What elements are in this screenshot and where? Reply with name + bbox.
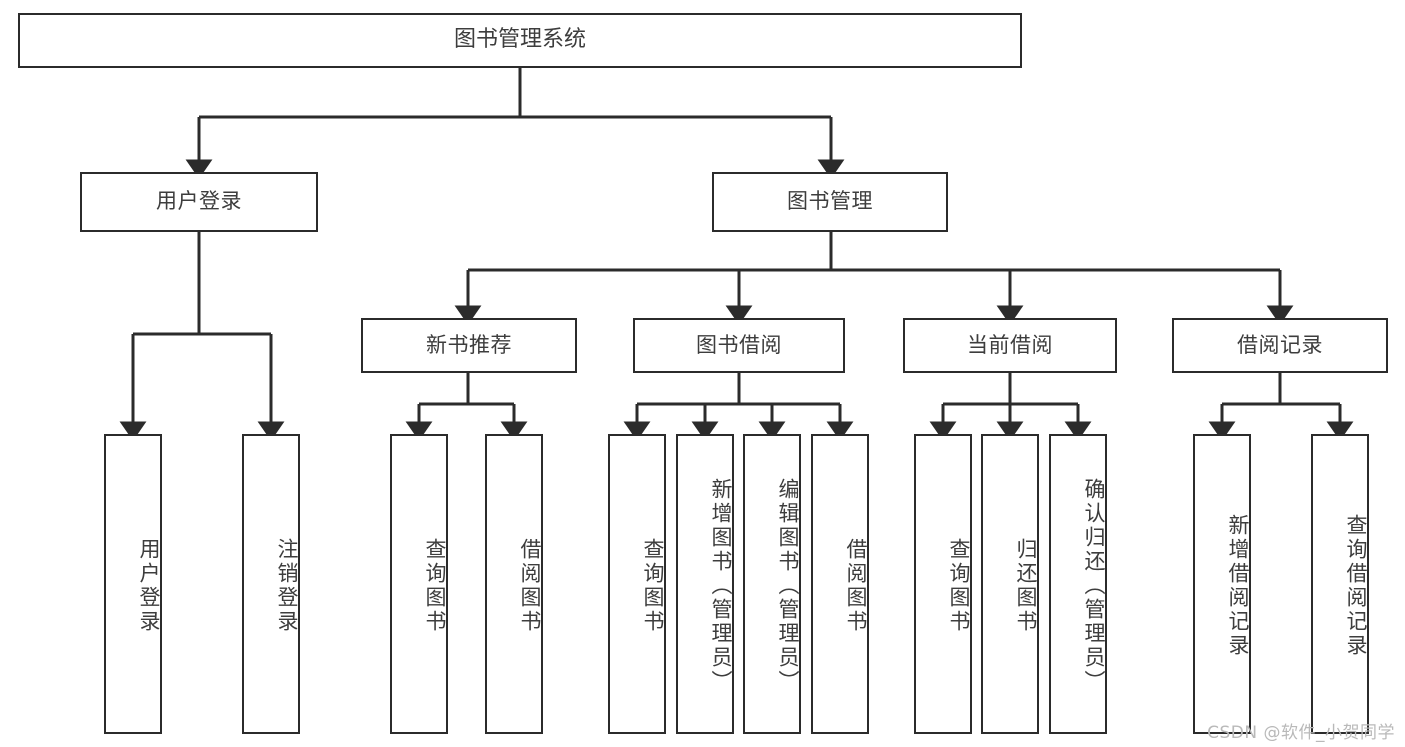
leaf-query-book-rec[interactable]: 查询图书: [390, 434, 448, 734]
leaf-query-book-current[interactable]: 查询图书: [914, 434, 972, 734]
node-root[interactable]: 图书管理系统: [18, 13, 1022, 68]
leaf-borrow-book-rec[interactable]: 借阅图书: [485, 434, 543, 734]
leaf-edit-book-admin[interactable]: 编辑图书（管理员）: [743, 434, 801, 734]
leaf-confirm-return-admin[interactable]: 确认归还（管理员）: [1049, 434, 1107, 734]
node-label: 图书管理: [787, 189, 873, 214]
leaf-label: 查询图书: [423, 538, 447, 634]
leaf-label: 查询图书: [947, 538, 971, 634]
leaf-label: 新增图书（管理员）: [709, 478, 733, 694]
leaf-label: 归还图书: [1014, 538, 1038, 634]
csdn-watermark: CSDN @软件_小贺同学: [1207, 723, 1395, 743]
leaf-query-borrow-record[interactable]: 查询借阅记录: [1311, 434, 1369, 734]
node-user-login[interactable]: 用户登录: [80, 172, 318, 232]
node-book-borrow[interactable]: 图书借阅: [633, 318, 845, 373]
leaf-label: 编辑图书（管理员）: [776, 478, 800, 694]
leaf-return-book[interactable]: 归还图书: [981, 434, 1039, 734]
leaf-label: 查询图书: [641, 538, 665, 634]
leaf-label: 借阅图书: [844, 538, 868, 634]
node-borrow-records[interactable]: 借阅记录: [1172, 318, 1388, 373]
leaf-label: 注销登录: [275, 538, 299, 634]
node-new-book-recommend[interactable]: 新书推荐: [361, 318, 577, 373]
leaf-label: 确认归还（管理员）: [1082, 478, 1106, 694]
leaf-label: 借阅图书: [518, 538, 542, 634]
node-book-management[interactable]: 图书管理: [712, 172, 948, 232]
node-label: 借阅记录: [1237, 332, 1323, 357]
leaf-label: 查询借阅记录: [1344, 514, 1368, 658]
node-label: 图书借阅: [696, 332, 782, 357]
leaf-add-borrow-record[interactable]: 新增借阅记录: [1193, 434, 1251, 734]
leaf-logout[interactable]: 注销登录: [242, 434, 300, 734]
node-current-borrow[interactable]: 当前借阅: [903, 318, 1117, 373]
leaf-add-book-admin[interactable]: 新增图书（管理员）: [676, 434, 734, 734]
leaf-query-book[interactable]: 查询图书: [608, 434, 666, 734]
node-label: 新书推荐: [426, 332, 512, 357]
leaf-user-login[interactable]: 用户登录: [104, 434, 162, 734]
leaf-label: 新增借阅记录: [1226, 514, 1250, 658]
leaf-label: 用户登录: [137, 538, 161, 634]
node-label: 用户登录: [156, 189, 242, 214]
node-root-label: 图书管理系统: [453, 27, 586, 53]
leaf-borrow-book[interactable]: 借阅图书: [811, 434, 869, 734]
node-label: 当前借阅: [967, 332, 1053, 357]
